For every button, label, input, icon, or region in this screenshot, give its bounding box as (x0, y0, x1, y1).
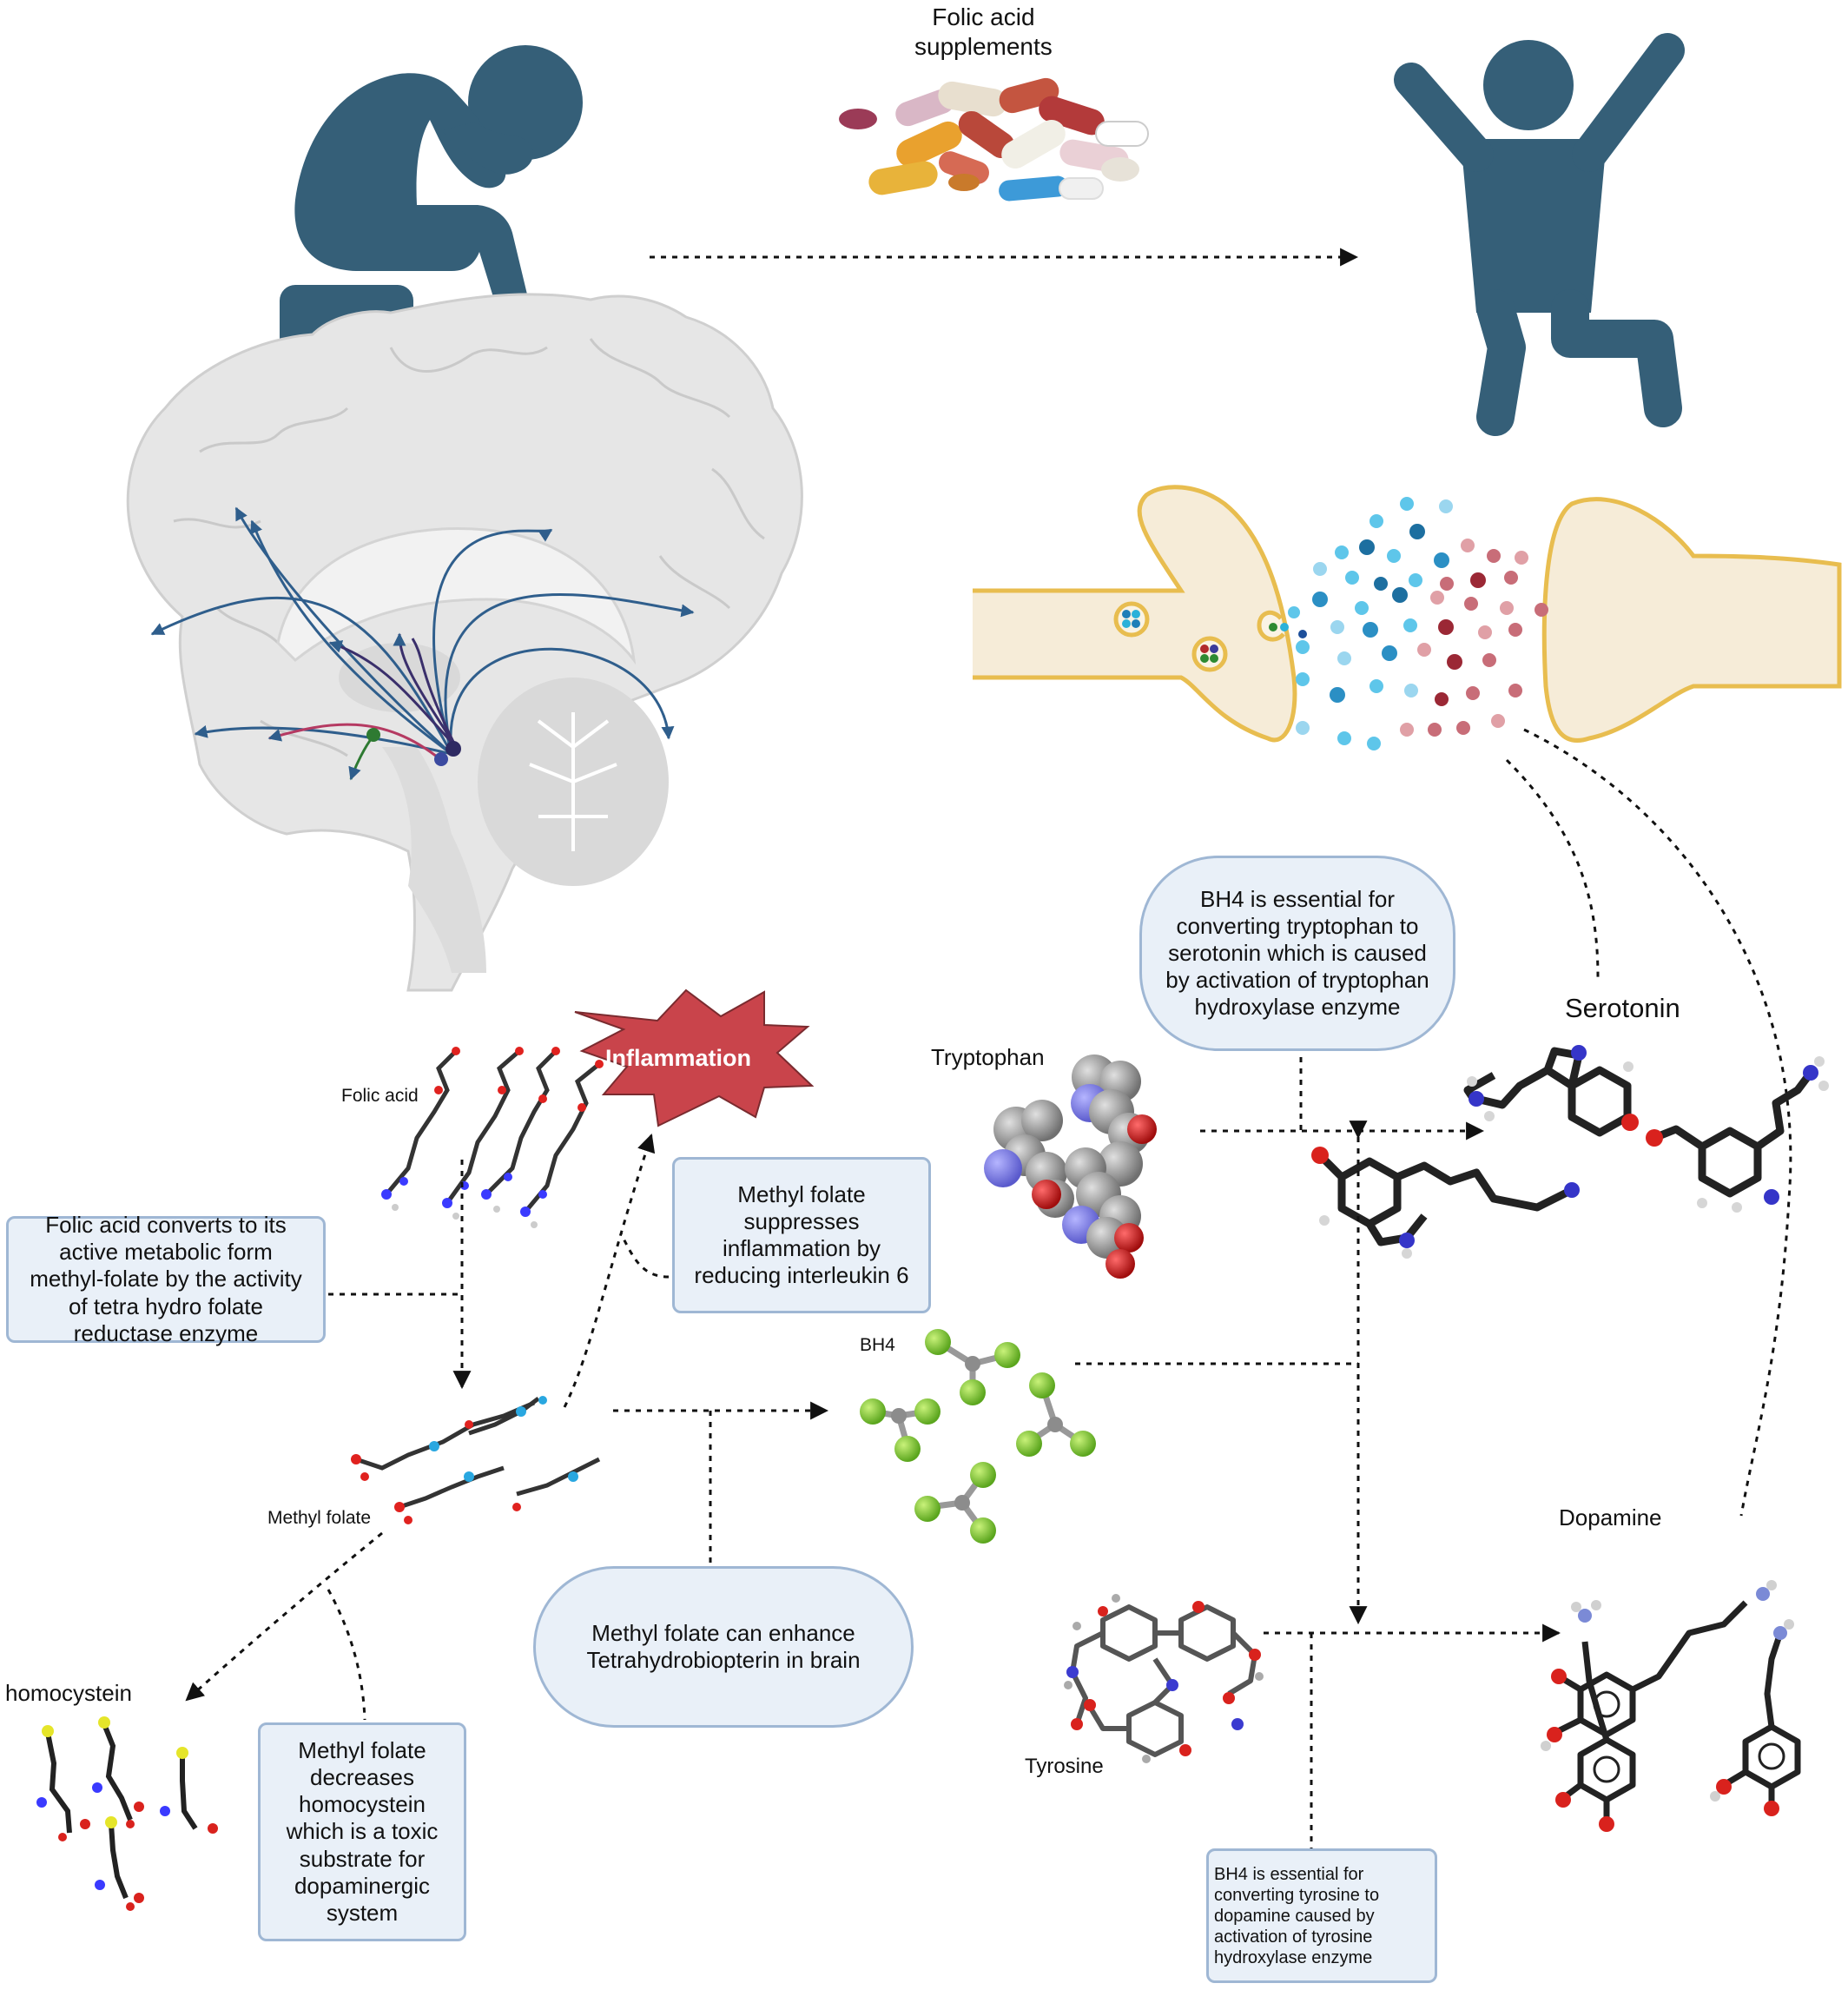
supplements-label: Folic acid supplements (914, 3, 1053, 60)
synapse-connectors (1505, 728, 1792, 1517)
neurotransmitter-particles (1288, 497, 1548, 750)
bh4-molecule (860, 1329, 1096, 1544)
methyl-folate-label: Methyl folate (267, 1508, 372, 1528)
decrease-homocystein-box: Methyl folate decreases homocystein whic… (258, 1722, 466, 1941)
bh4-tyrosine-box: BH4 is essential for converting tyrosine… (1206, 1848, 1437, 1983)
tryptophan-label: Tryptophan (931, 1044, 1045, 1070)
pathway-arrows (185, 1057, 1561, 1850)
pills-image (839, 77, 1149, 202)
dopamine-label: Dopamine (1559, 1504, 1662, 1531)
brain-illustration (126, 293, 803, 992)
happy-person-icon (1394, 33, 1685, 436)
homocystein-molecule (36, 1716, 218, 1911)
dopamine-molecule (1541, 1580, 1801, 1832)
methyl-folate-molecule (351, 1396, 601, 1524)
folic-acid-molecule (381, 1047, 604, 1228)
folic-acid-label: Folic acid (341, 1086, 419, 1106)
bh4-tryptophan-box: BH4 is essential for converting tryptoph… (1139, 856, 1455, 1051)
enhance-bh4-box: Methyl folate can enhance Tetrahydrobiop… (533, 1566, 914, 1728)
tyrosine-molecule (1064, 1594, 1264, 1763)
tryptophan-molecule (984, 1055, 1157, 1279)
homocystein-label: homocystein (5, 1680, 132, 1706)
inflammation-starburst (574, 988, 815, 1127)
folic-convert-box: Folic acid converts to its active metabo… (6, 1212, 326, 1346)
synapse-illustration (964, 485, 1842, 750)
tyrosine-label: Tyrosine (1025, 1755, 1104, 1778)
serotonin-molecule (1311, 1045, 1829, 1259)
inflammation-label: Inflammation (605, 1045, 752, 1071)
bh4-label: BH4 (860, 1335, 895, 1355)
suppress-inflammation-box: Methyl folate suppresses inflammation by… (672, 1157, 931, 1313)
serotonin-label: Serotonin (1565, 993, 1680, 1023)
